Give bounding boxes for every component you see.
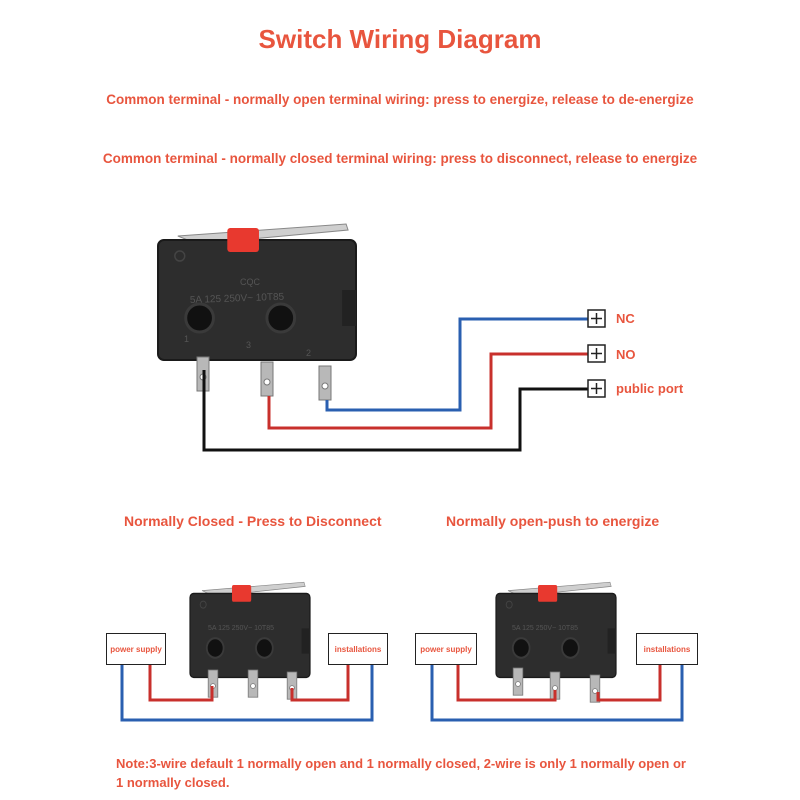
no-wiring-description: Common terminal - normally open terminal… <box>106 92 694 107</box>
pin-nc <box>318 365 332 401</box>
no-example-red-wire-right <box>596 665 662 702</box>
nc-example-microswitch: 5A 125 250V~ 10T85 <box>188 581 312 700</box>
pin-number-2: 2 <box>306 348 311 358</box>
switch-certification-mark: CQC <box>240 277 261 287</box>
terminal-label-no: NO <box>616 347 636 362</box>
footnote: Note:3-wire default 1 normally open and … <box>116 756 686 790</box>
main-microswitch: CQC 5A 125 250V~ 10T85 1 3 2 <box>156 222 358 401</box>
nc-example-rating-text: 5A 125 250V~ 10T85 <box>208 625 274 632</box>
terminal-label-nc: NC <box>616 311 635 326</box>
nc-example-red-wire <box>148 665 214 702</box>
no-example-rating-text: 5A 125 250V~ 10T85 <box>512 625 578 632</box>
no-example-microswitch: 5A 125 250V~ 10T85 <box>494 581 618 703</box>
nc-example-caption: Normally Closed - Press to Disconnect <box>124 513 382 529</box>
pin-no <box>260 361 274 397</box>
nc-example-installations-box: installations <box>328 633 388 665</box>
terminal-no-connector <box>587 344 606 363</box>
no-example-red-wire <box>456 665 557 702</box>
pin-number-3: 3 <box>246 340 251 350</box>
terminal-nc-connector <box>587 309 606 328</box>
nc-wiring-description: Common terminal - normally closed termin… <box>102 151 698 166</box>
terminal-label-public-port: public port <box>616 381 684 396</box>
nc-example-red-wire-right <box>290 665 350 702</box>
no-example-power-supply-box: power supply <box>415 633 477 665</box>
nc-example-blue-wire <box>120 665 374 722</box>
no-example-installations-box: installations <box>636 633 698 665</box>
nc-example-power-supply-box: power supply <box>106 633 166 665</box>
wire-nc <box>325 317 588 412</box>
switch-rating-text: 5A 125 250V~ 10T85 <box>190 292 285 306</box>
no-example-blue-wire <box>430 665 684 722</box>
terminal-public-port-connector <box>587 379 606 398</box>
wire-no <box>267 352 588 430</box>
wire-common <box>202 370 588 452</box>
pin-number-1: 1 <box>184 334 189 344</box>
diagram-title: Switch Wiring Diagram <box>258 24 542 54</box>
no-example-caption: Normally open-push to energize <box>446 513 660 529</box>
